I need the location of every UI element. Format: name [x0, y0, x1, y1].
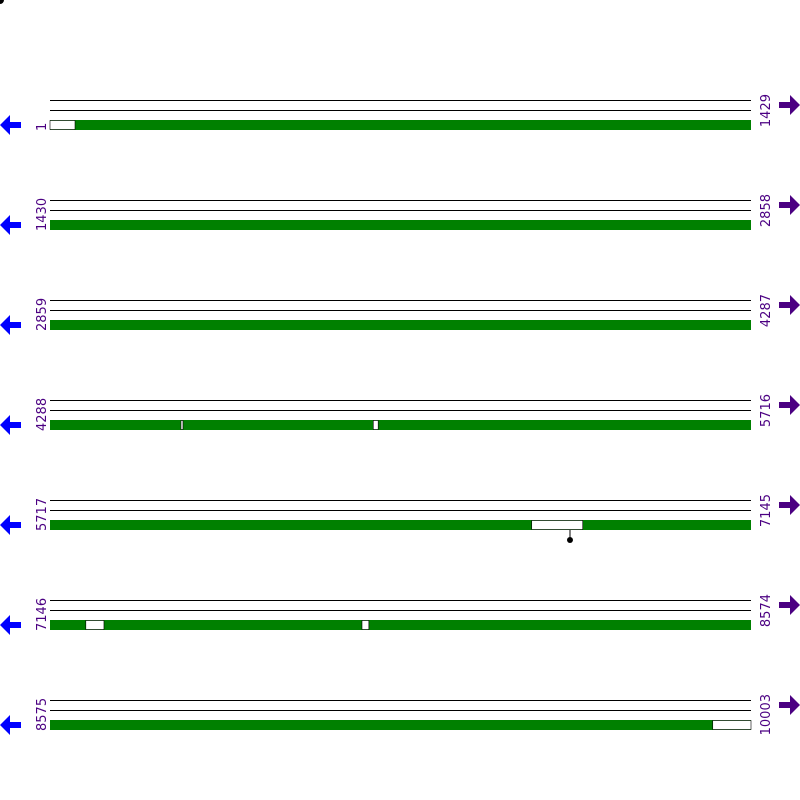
feature-bar: [50, 520, 751, 530]
row-end-label: 8574: [759, 594, 774, 627]
feature-bar: [50, 320, 751, 330]
arrow-right-icon: [779, 495, 800, 515]
row-start-label: 5717: [35, 498, 50, 531]
arrow-left-icon: [0, 515, 21, 535]
map-row: 1 1429: [0, 94, 800, 135]
gap-segment: [180, 420, 184, 430]
feature-bar: [50, 620, 751, 630]
row-start-label: 7146: [35, 598, 50, 631]
arrow-left-icon: [0, 315, 21, 335]
gap-segment: [49, 120, 76, 130]
feature-bar: [50, 220, 751, 230]
feature-bar: [50, 720, 751, 730]
gap-segment: [712, 720, 752, 730]
gap-segment: [85, 620, 105, 630]
map-row: 2859 4287: [0, 294, 800, 335]
gap-segment: [531, 520, 584, 530]
feature-bar: [50, 120, 751, 130]
gap-segment: [361, 620, 370, 630]
arrow-left-icon: [0, 615, 21, 635]
feature-bar: [50, 420, 751, 430]
map-row: 4288 5716: [0, 394, 800, 435]
arrow-right-icon: [779, 95, 800, 115]
map-row: 8575 10003: [0, 694, 800, 735]
arrow-left-icon: [0, 715, 21, 735]
arrow-right-icon: [779, 395, 800, 415]
row-start-label: 2859: [35, 298, 50, 331]
row-start-label: 4288: [35, 398, 50, 431]
map-row: 5717 7145: [0, 494, 800, 543]
arrow-right-icon: [779, 195, 800, 215]
marker-pin-head: [566, 537, 573, 543]
arrow-right-icon: [779, 295, 800, 315]
map-row: 1430 2858: [0, 194, 800, 235]
arrow-left-icon: [0, 215, 21, 235]
row-end-label: 7145: [759, 494, 774, 527]
gap-segment: [372, 420, 379, 430]
arrow-left-icon: [0, 415, 21, 435]
arrow-left-icon: [0, 115, 21, 135]
row-end-label: 1429: [759, 94, 774, 127]
row-start-label: 8575: [35, 698, 50, 731]
row-end-label: 4287: [759, 294, 774, 327]
row-end-label: 2858: [759, 194, 774, 227]
row-end-label: 5716: [759, 394, 774, 427]
map-row: 7146 8574: [0, 594, 800, 635]
row-start-label: 1430: [35, 198, 50, 231]
arrow-right-icon: [779, 695, 800, 715]
corner-marker: [0, 0, 4, 4]
arrow-right-icon: [779, 595, 800, 615]
row-end-label: 10003: [759, 694, 774, 735]
row-start-label: 1: [35, 123, 50, 131]
